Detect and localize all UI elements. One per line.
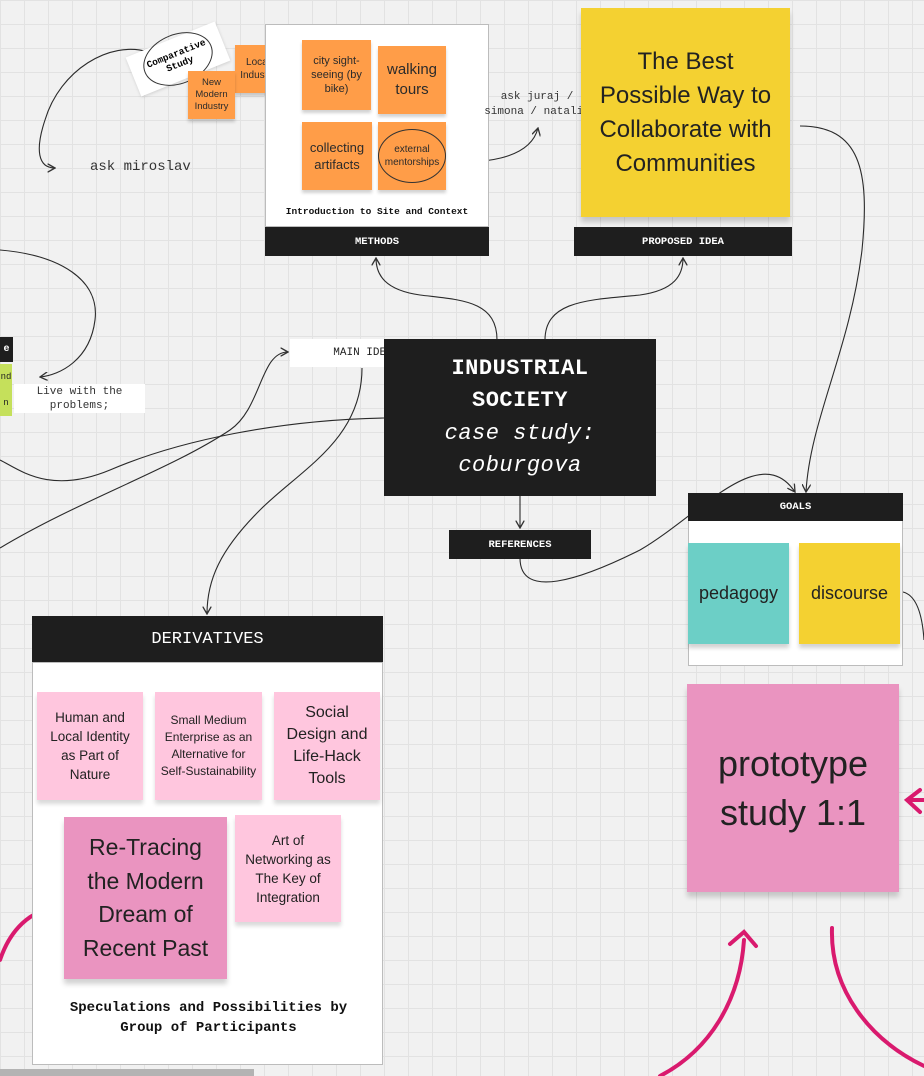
goal-discourse-text: discourse: [810, 583, 889, 603]
derivative-note-sme[interactable]: Small Medium Enterprise as an Alternativ…: [155, 692, 262, 800]
derivative-note-human-identity[interactable]: Human and Local Identity as Part of Natu…: [37, 692, 143, 800]
central-title-line2: SOCIETY: [472, 388, 568, 413]
goals-frame: pedagogy discourse: [688, 520, 903, 666]
derivative-note-text: Social Design and Life-Hack Tools: [286, 704, 368, 787]
method-note-label: walking tours: [386, 61, 438, 98]
method-note-collecting-artifacts[interactable]: collecting artifacts: [302, 122, 372, 190]
method-note-external-mentorships[interactable]: external mentorships: [378, 122, 446, 190]
prototype-study-text: prototype study 1:1: [717, 743, 869, 833]
main-idea-text: MAIN IDEA: [333, 347, 393, 359]
link-references-to-goals: [519, 473, 795, 583]
derivative-note-networking[interactable]: Art of Networking as The Key of Integrat…: [235, 815, 341, 922]
link-left-to-mainidea: [0, 352, 288, 549]
derivatives-frame: Human and Local Identity as Part of Natu…: [32, 662, 383, 1065]
live-with-problems-note[interactable]: Live with the problems;: [14, 384, 145, 413]
goals-header[interactable]: GOALS: [688, 493, 903, 521]
local-industry-label: Local Industry: [240, 57, 276, 81]
new-modern-industry-label: New Modern Industry: [194, 77, 229, 112]
cut-off-lime-label: nd n: [0, 372, 12, 408]
cut-off-header[interactable]: e: [0, 337, 13, 362]
derivative-note-social-design[interactable]: Social Design and Life-Hack Tools: [274, 692, 380, 800]
central-subtitle-line1: case study:: [444, 420, 596, 446]
derivative-note-text: Art of Networking as The Key of Integrat…: [245, 832, 331, 905]
goal-pedagogy-text: pedagogy: [698, 583, 779, 603]
central-subtitle-line2: coburgova: [458, 453, 582, 478]
method-note-walking-tours[interactable]: walking tours: [378, 46, 446, 114]
methods-caption: Introduction to Site and Context: [285, 206, 469, 217]
magenta-arrow-bottom: [658, 938, 746, 1076]
bottom-scrollbar[interactable]: [0, 1069, 254, 1076]
methods-header[interactable]: METHODS: [265, 227, 489, 256]
central-node[interactable]: INDUSTRIAL SOCIETY case study: coburgova: [384, 339, 656, 496]
derivative-note-text: Re-Tracing the Modern Dream of Recent Pa…: [82, 834, 209, 961]
proposed-idea-header[interactable]: PROPOSED IDEA: [574, 227, 792, 256]
link-mainidea-to-derivatives: [207, 367, 363, 614]
methods-frame: city sight-seeing (by bike) walking tour…: [265, 24, 489, 227]
goal-note-discourse[interactable]: discourse: [799, 543, 900, 644]
derivatives-caption: Speculations and Possibilities by Group …: [69, 1000, 348, 1036]
method-note-label: city sight-seeing (by bike): [311, 55, 362, 95]
live-with-problems-text: Live with the problems;: [36, 385, 123, 412]
ask-juraj-text: ask juraj / simona / natalia: [484, 91, 590, 118]
cut-off-lime-note[interactable]: nd n: [0, 364, 12, 416]
method-note-label: collecting artifacts: [309, 140, 365, 172]
link-proposed-to-goals: [799, 125, 865, 492]
goal-note-pedagogy[interactable]: pedagogy: [688, 543, 789, 644]
link-comparative-to-miroslav: [38, 48, 149, 168]
proposed-idea-note[interactable]: The Best Possible Way to Collaborate wit…: [581, 8, 790, 217]
method-note-label: external mentorships: [384, 144, 440, 168]
derivative-note-retracing[interactable]: Re-Tracing the Modern Dream of Recent Pa…: [64, 817, 227, 979]
central-title-line1: INDUSTRIAL: [451, 355, 589, 381]
link-left-loop: [0, 249, 96, 377]
derivative-note-text: Human and Local Identity as Part of Natu…: [50, 710, 130, 782]
derivative-note-text: Small Medium Enterprise as an Alternativ…: [160, 713, 257, 778]
link-center-to-methods: [376, 258, 498, 341]
magenta-arrow-bottom-right: [829, 926, 924, 1068]
ask-miroslav-text: ask miroslav: [90, 159, 191, 175]
link-center-to-proposed: [544, 258, 683, 341]
link-center-to-left: [0, 417, 385, 482]
magenta-arrowhead-bottom: [728, 929, 758, 948]
link-discourse-right: [902, 591, 924, 641]
method-note-city-sightseeing[interactable]: city sight-seeing (by bike): [302, 40, 371, 110]
derivatives-header[interactable]: DERIVATIVES: [32, 616, 383, 663]
proposed-idea-text: The Best Possible Way to Collaborate wit…: [599, 47, 772, 177]
prototype-study-note[interactable]: prototype study 1:1: [687, 684, 899, 892]
new-modern-industry-note[interactable]: New Modern Industry: [188, 71, 235, 119]
references-header[interactable]: REFERENCES: [449, 530, 591, 559]
